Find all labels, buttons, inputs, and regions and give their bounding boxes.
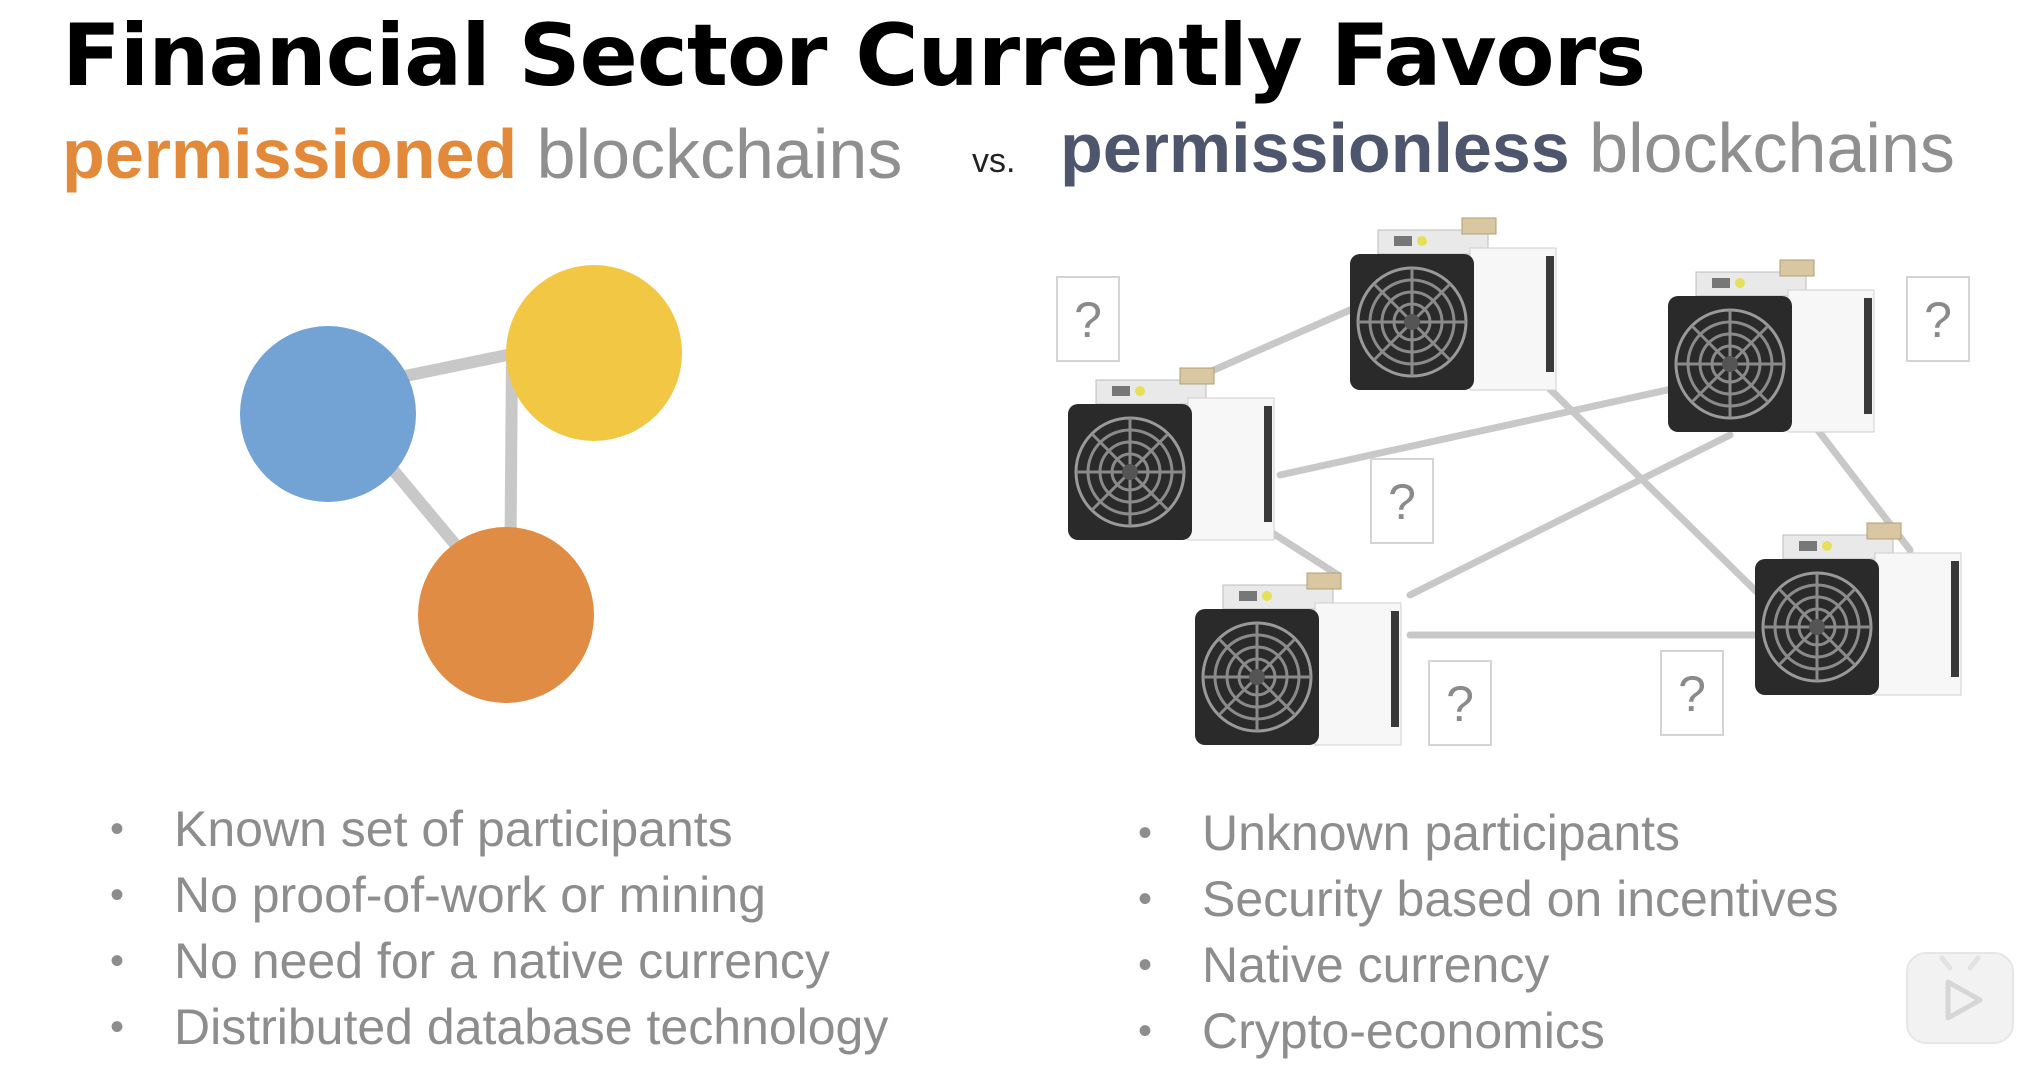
link-b: [1276, 381, 1694, 479]
video-play-button[interactable]: [1906, 952, 2014, 1044]
unknown-participant-marker: ?: [1660, 650, 1724, 736]
yellow-node-icon: [506, 265, 682, 441]
list-item: No proof-of-work or mining: [110, 862, 888, 928]
slide-title: Financial Sector Currently Favors: [62, 6, 1646, 106]
miner-2-icon: [1666, 258, 1876, 434]
permissionless-emphasis: permissionless: [1060, 109, 1570, 187]
unknown-participant-marker: ?: [1056, 276, 1120, 362]
blue-node-icon: [240, 326, 416, 502]
permissioned-rest: blockchains: [517, 115, 903, 193]
permissioned-network-diagram: [240, 265, 682, 703]
orange-node-icon: [418, 527, 594, 703]
miner-5-icon: [1753, 521, 1963, 697]
link-e: [1406, 431, 1734, 599]
list-item: Known set of participants: [110, 796, 888, 862]
list-item: Unknown participants: [1138, 800, 1838, 866]
play-icon: [1939, 955, 1983, 1021]
unknown-participant-marker: ?: [1428, 660, 1492, 746]
versus-label: vs.: [972, 142, 1016, 180]
list-item: Security based on incentives: [1138, 866, 1838, 932]
miner-3-icon: [1066, 366, 1276, 542]
unknown-participant-marker: ?: [1370, 458, 1434, 544]
permissionless-network-diagram: [1066, 216, 1963, 747]
permissionless-heading: permissionless blockchains: [1060, 108, 1955, 188]
list-item: Distributed database technology: [110, 994, 888, 1060]
permissionless-rest: blockchains: [1569, 109, 1955, 187]
miner-1-icon: [1348, 216, 1558, 392]
permissioned-features-list: Known set of participants No proof-of-wo…: [110, 796, 888, 1060]
list-item: Crypto-economics: [1138, 998, 1838, 1064]
list-item: Native currency: [1138, 932, 1838, 998]
permissioned-heading: permissioned blockchains: [62, 114, 902, 194]
unknown-participant-marker: ?: [1906, 276, 1970, 362]
list-item: No need for a native currency: [110, 928, 888, 994]
permissioned-emphasis: permissioned: [62, 115, 518, 193]
miner-4-icon: [1193, 571, 1403, 747]
link-c: [1506, 346, 1769, 604]
permissionless-features-list: Unknown participants Security based on i…: [1138, 800, 1838, 1064]
